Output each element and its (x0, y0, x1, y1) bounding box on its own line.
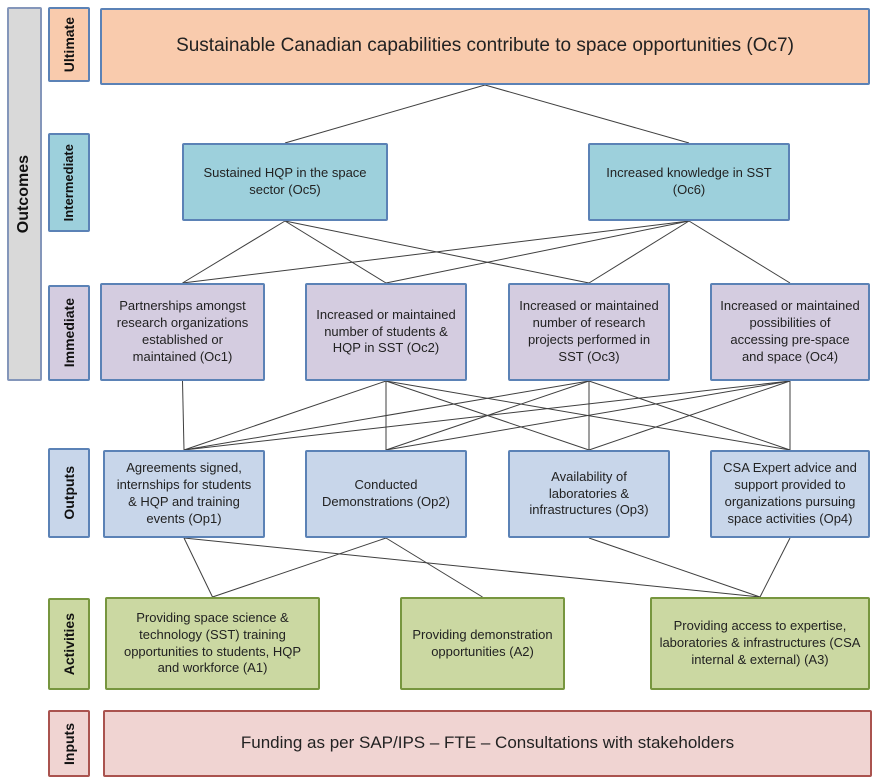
box-oc4-text: Increased or maintained possibilities of… (720, 298, 860, 364)
row-label-immediate-text: Immediate (60, 298, 77, 368)
row-label-activities: Activities (48, 598, 90, 690)
outcomes-group-bar: Outcomes (7, 7, 42, 381)
row-label-ultimate: Ultimate (48, 7, 90, 82)
row-label-inputs: Inputs (48, 710, 90, 777)
box-oc6-text: Increased knowledge in SST (Oc6) (606, 165, 772, 197)
box-inputs-text: Funding as per SAP/IPS – FTE – Consultat… (240, 733, 735, 753)
box-oc3-text: Increased or maintained number of resear… (519, 298, 659, 364)
box-intermediate-outcome-oc5: Sustained HQP in the space sector (Oc5) (182, 143, 388, 221)
box-immediate-outcome-oc4: Increased or maintained possibilities of… (710, 283, 870, 381)
row-label-intermediate: Intermediate (48, 133, 90, 232)
box-op3-text: Availability of laboratories & infrastru… (529, 468, 649, 518)
row-label-outputs-text: Outputs (60, 466, 77, 520)
box-output-op4: CSA Expert advice and support provided t… (710, 450, 870, 538)
box-oc1-text: Partnerships amongst research organizati… (116, 298, 249, 364)
box-a2-text: Providing demonstration opportunities (A… (412, 626, 553, 659)
box-inputs-funding: Funding as per SAP/IPS – FTE – Consultat… (103, 710, 872, 777)
box-oc5-text: Sustained HQP in the space sector (Oc5) (203, 165, 367, 197)
row-label-inputs-text: Inputs (60, 722, 77, 765)
box-output-op2: Conducted Demonstrations (Op2) (305, 450, 467, 538)
box-a3-text: Providing access to expertise, laborator… (659, 618, 861, 667)
box-immediate-outcome-oc3: Increased or maintained number of resear… (508, 283, 670, 381)
box-output-op3: Availability of laboratories & infrastru… (508, 450, 670, 538)
box-oc2-text: Increased or maintained number of studen… (316, 306, 456, 356)
row-label-activities-text: Activities (60, 612, 77, 676)
box-ultimate-outcome-oc7: Sustainable Canadian capabilities contri… (100, 8, 870, 85)
box-immediate-outcome-oc1: Partnerships amongst research organizati… (100, 283, 265, 381)
box-oc7-text: Sustainable Canadian capabilities contri… (176, 35, 794, 57)
row-label-immediate: Immediate (48, 285, 90, 381)
box-activity-a2: Providing demonstration opportunities (A… (400, 597, 565, 690)
box-op2-text: Conducted Demonstrations (Op2) (322, 477, 450, 509)
box-op1-text: Agreements signed, internships for stude… (116, 460, 252, 526)
box-activity-a1: Providing space science & technology (SS… (105, 597, 320, 690)
box-a1-text: Providing space science & technology (SS… (123, 609, 302, 676)
row-label-intermediate-text: Intermediate (60, 143, 76, 222)
box-activity-a3: Providing access to expertise, laborator… (650, 597, 870, 690)
box-op4-text: CSA Expert advice and support provided t… (723, 460, 857, 526)
row-label-ultimate-text: Ultimate (60, 16, 77, 73)
box-immediate-outcome-oc2: Increased or maintained number of studen… (305, 283, 467, 381)
outcomes-group-label: Outcomes (15, 154, 33, 234)
row-label-outputs: Outputs (48, 448, 90, 538)
box-intermediate-outcome-oc6: Increased knowledge in SST (Oc6) (588, 143, 790, 221)
box-output-op1: Agreements signed, internships for stude… (103, 450, 265, 538)
